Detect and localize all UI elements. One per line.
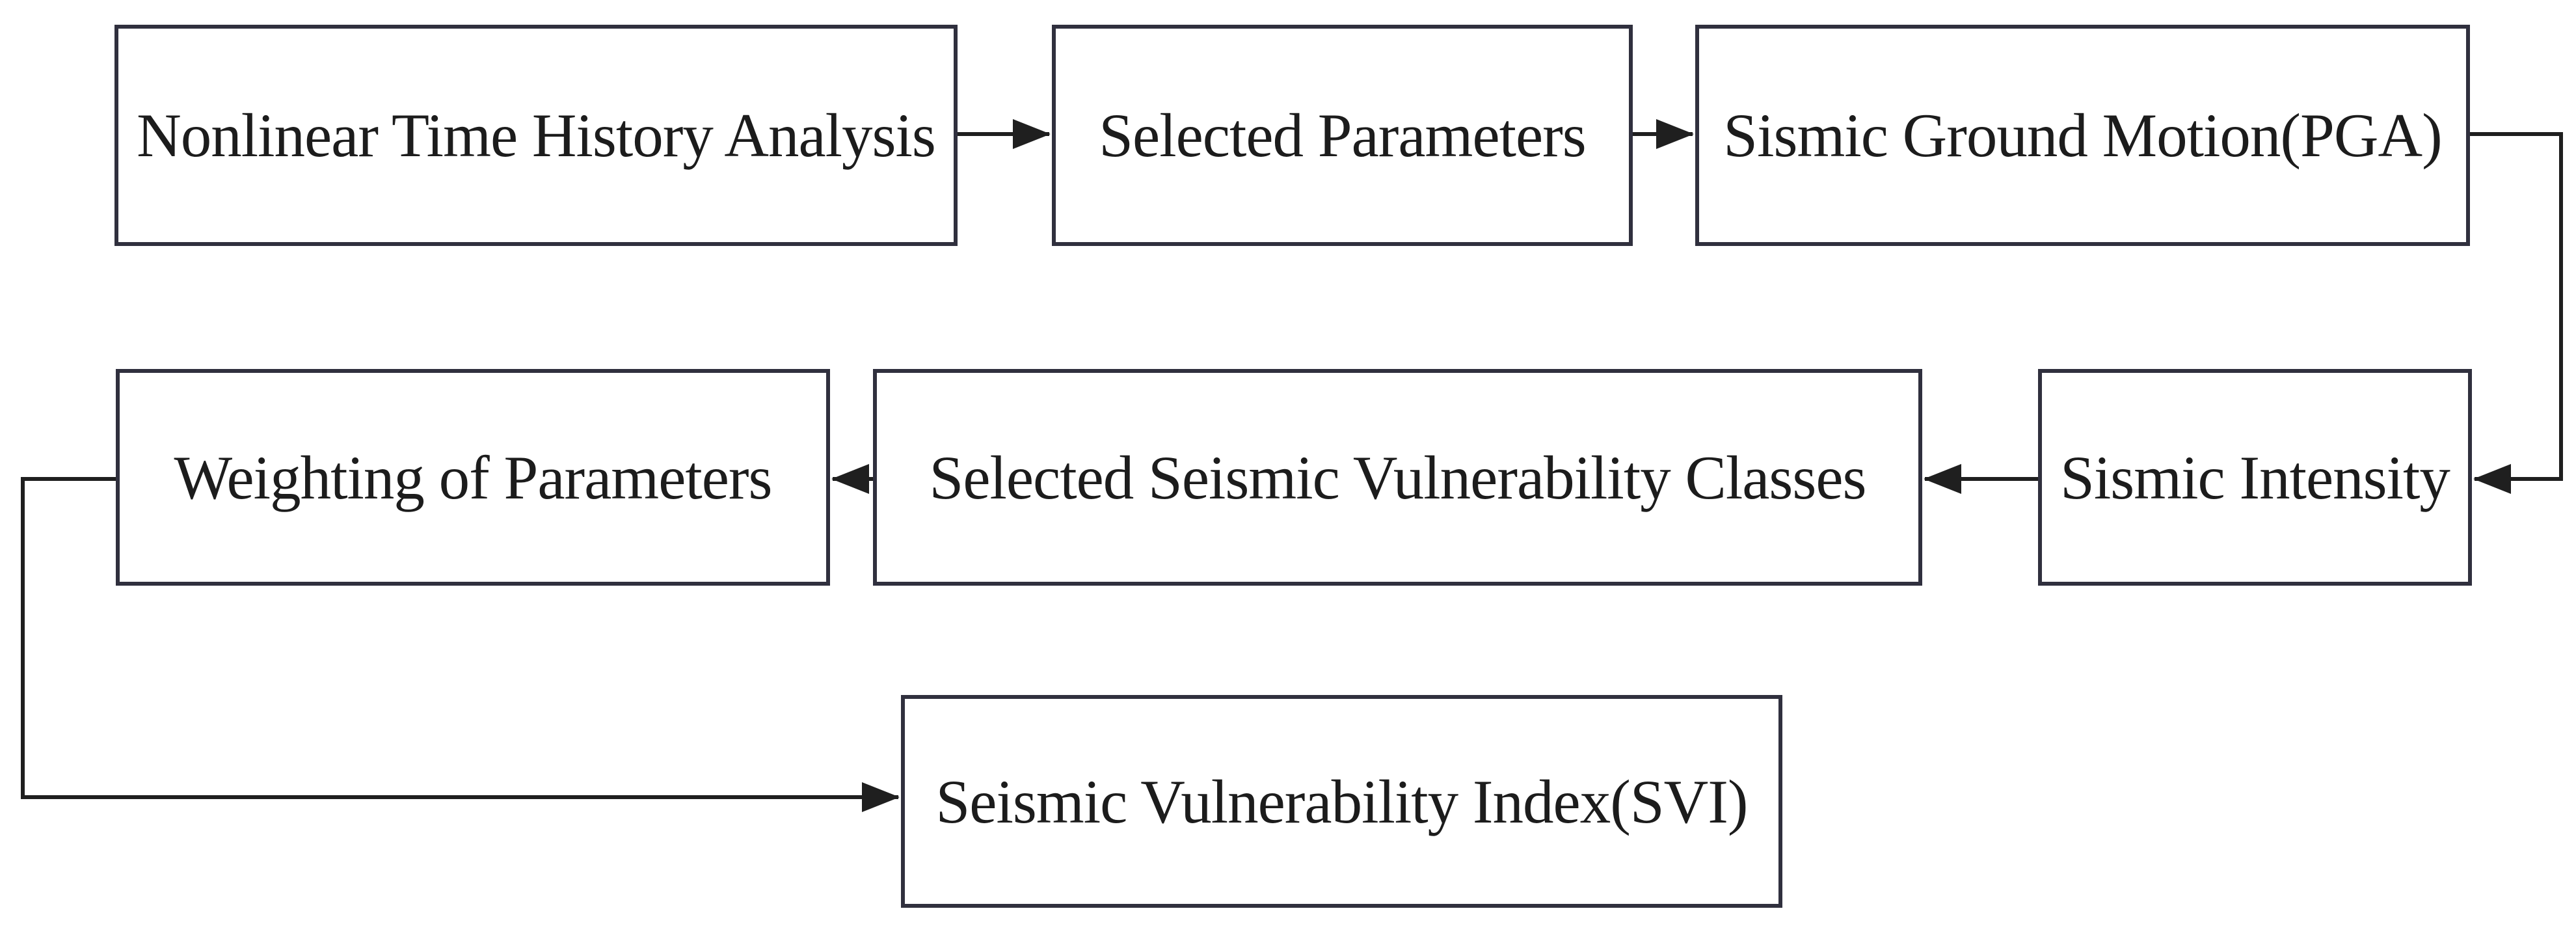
node-sismic-ground-motion-pga: Sismic Ground Motion(PGA) (1695, 25, 2470, 246)
node-label: Weighting of Parameters (174, 443, 772, 512)
node-sismic-intensity: Sismic Intensity (2038, 369, 2472, 586)
node-label: Nonlinear Time History Analysis (137, 101, 936, 170)
node-nonlinear-time-history-analysis: Nonlinear Time History Analysis (114, 25, 958, 246)
node-label: Sismic Intensity (2060, 443, 2450, 512)
node-label: Seismic Vulnerability Index(SVI) (935, 767, 1748, 836)
node-selected-seismic-vulnerability-classes: Selected Seismic Vulnerability Classes (873, 369, 1922, 586)
arrow-sismic-ground-motion-to-sismic-intensity (2470, 132, 2563, 494)
node-selected-parameters: Selected Parameters (1052, 25, 1633, 246)
arrow-weighting-to-svi (21, 477, 900, 812)
node-label: Sismic Ground Motion(PGA) (1723, 101, 2442, 170)
node-label: Selected Parameters (1099, 101, 1587, 170)
node-seismic-vulnerability-index-svi: Seismic Vulnerability Index(SVI) (901, 695, 1782, 908)
node-weighting-of-parameters: Weighting of Parameters (116, 369, 830, 586)
node-label: Selected Seismic Vulnerability Classes (929, 443, 1867, 512)
